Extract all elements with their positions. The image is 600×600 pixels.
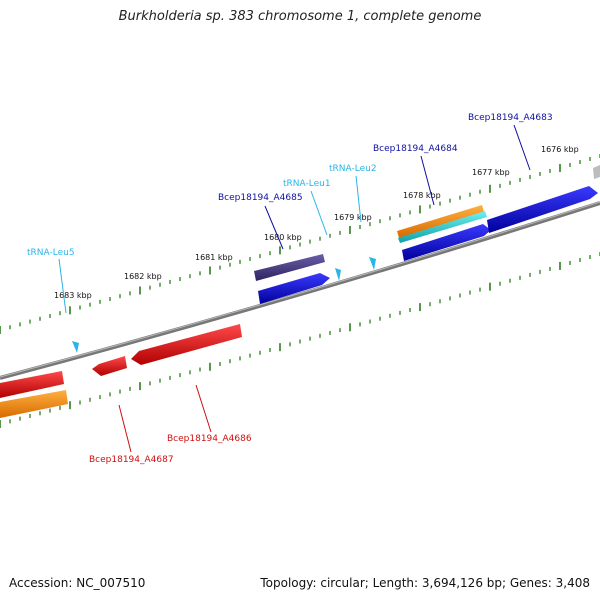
gene-a4684-arrow[interactable] xyxy=(402,224,491,261)
tick-label-1678: 1678 kbp xyxy=(403,191,441,200)
label-a4687[interactable]: Bcep18194_A4687 xyxy=(89,455,174,465)
gene-orange-left-edge[interactable] xyxy=(0,390,68,418)
leader-a4683 xyxy=(513,124,531,171)
trna-leu1-marker[interactable] xyxy=(335,268,341,281)
leader-a4684 xyxy=(420,155,435,206)
tick-label-1680: 1680 kbp xyxy=(264,233,302,242)
label-trna-leu5[interactable]: tRNA-Leu5 xyxy=(27,248,75,258)
leader-trna-leu2 xyxy=(355,175,362,223)
gene-a4685-dark[interactable] xyxy=(254,254,325,281)
leader-trna-leu1 xyxy=(310,190,328,236)
trna-leu2-marker[interactable] xyxy=(369,257,376,270)
trna-leu5-marker[interactable] xyxy=(72,341,79,353)
gene-orange-forward[interactable] xyxy=(397,205,484,238)
inner-tick-ring xyxy=(0,252,600,428)
label-a4686[interactable]: Bcep18194_A4686 xyxy=(167,434,252,444)
gene-a4687-arrow[interactable] xyxy=(92,356,127,376)
gene-a4685-arrow[interactable] xyxy=(258,273,330,304)
tick-label-1679: 1679 kbp xyxy=(334,213,372,222)
genome-backbone xyxy=(0,201,600,380)
leader-a4686 xyxy=(195,384,212,433)
accession-text: Accession: NC_007510 xyxy=(9,576,146,590)
leader-trna-leu5 xyxy=(58,258,67,314)
gene-a4683-arrow[interactable] xyxy=(487,186,598,233)
leader-a4687 xyxy=(118,404,132,453)
gene-cyan-forward[interactable] xyxy=(398,211,487,243)
label-trna-leu1[interactable]: tRNA-Leu1 xyxy=(283,179,331,189)
gene-grey-edge xyxy=(593,165,600,179)
tick-label-1677: 1677 kbp xyxy=(472,168,510,177)
outer-tick-ring xyxy=(0,154,600,334)
leader-a4685 xyxy=(264,205,284,250)
tick-label-1681: 1681 kbp xyxy=(195,253,233,262)
label-a4684[interactable]: Bcep18194_A4684 xyxy=(373,144,458,154)
tick-label-1682: 1682 kbp xyxy=(124,272,162,281)
gene-a4686-arrow[interactable] xyxy=(131,324,242,365)
genome-backbone-highlight xyxy=(0,201,600,378)
label-trna-leu2[interactable]: tRNA-Leu2 xyxy=(329,164,377,174)
tick-label-1683: 1683 kbp xyxy=(54,291,92,300)
label-a4683[interactable]: Bcep18194_A4683 xyxy=(468,113,553,123)
tick-label-1676: 1676 kbp xyxy=(541,145,579,154)
gene-red-left-edge[interactable] xyxy=(0,371,64,398)
label-a4685[interactable]: Bcep18194_A4685 xyxy=(218,193,303,203)
summary-text: Topology: circular; Length: 3,694,126 bp… xyxy=(260,576,590,590)
map-title: Burkholderia sp. 383 chromosome 1, compl… xyxy=(118,9,482,24)
